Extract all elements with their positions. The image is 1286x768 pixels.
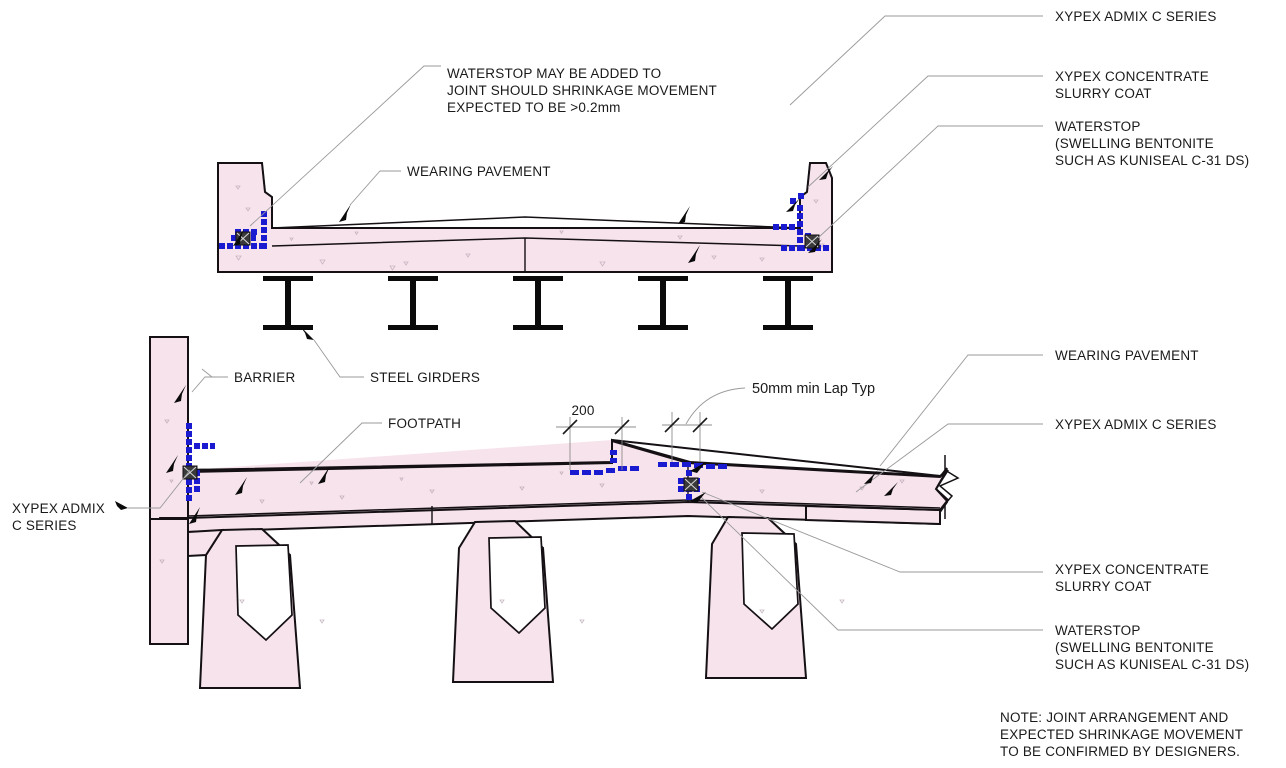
lower-leaders xyxy=(128,354,1043,631)
barrier-label: BARRIER xyxy=(234,370,295,385)
lower-right-label-3-line2: (SWELLING BENTONITE xyxy=(1055,640,1214,655)
top-right-label-1: XYPEX ADMIX C SERIES xyxy=(1055,9,1217,24)
wearing-pavement-top-label: WEARING PAVEMENT xyxy=(407,164,551,179)
lap-note-label: 50mm min Lap Typ xyxy=(752,381,875,397)
steel-girder xyxy=(513,276,563,330)
waterstop-note-line2: JOINT SHOULD SHRINKAGE MOVEMENT xyxy=(447,83,717,98)
top-right-label-3-line1: WATERSTOP xyxy=(1055,119,1141,134)
footpath-leader xyxy=(299,422,382,484)
top-left-barrier-profile xyxy=(261,162,273,228)
note-line2: EXPECTED SHRINKAGE MOVEMENT xyxy=(1000,727,1243,742)
top-section xyxy=(217,162,833,340)
lower-right-label-1: XYPEX ADMIX C SERIES xyxy=(1055,417,1217,432)
waterstop-note-line3: EXPECTED TO BE >0.2mm xyxy=(447,100,621,115)
box-girder-void xyxy=(741,532,799,631)
steel-girder xyxy=(763,276,813,330)
lower-footpath-slurry xyxy=(570,450,639,475)
left-label-leader xyxy=(128,469,191,509)
left-overhang-haunch xyxy=(187,528,224,558)
wearing-pavement-lower-label: WEARING PAVEMENT xyxy=(1055,348,1199,363)
steel-girders-label: STEEL GIRDERS xyxy=(370,370,480,385)
lower-right-label-2-line2: SLURRY COAT xyxy=(1055,579,1152,594)
lower-break-line xyxy=(938,455,960,528)
dimension-200 xyxy=(556,417,636,470)
box-girder-void xyxy=(235,544,293,642)
top-right-label-2-line1: XYPEX CONCENTRATE xyxy=(1055,69,1209,84)
lower-center-joint-detail xyxy=(658,462,727,500)
box-girder-void xyxy=(488,536,546,635)
lower-pointer-arrows xyxy=(115,385,898,524)
footpath-label: FOOTPATH xyxy=(388,416,461,431)
top-right-label-3-line2: (SWELLING BENTONITE xyxy=(1055,136,1214,151)
lower-girder-group xyxy=(145,498,965,694)
top-steel-girders xyxy=(263,276,813,330)
top-right-joint-detail xyxy=(773,193,829,251)
lower-left-joint-detail xyxy=(182,423,215,501)
dimension-200-label: 200 xyxy=(571,403,594,418)
barrier-leader-lower xyxy=(191,376,228,393)
lower-right-label-3-line1: WATERSTOP xyxy=(1055,623,1141,638)
steel-girder xyxy=(638,276,688,330)
lower-right-label-3-line3: SUCH AS KUNISEAL C-31 DS) xyxy=(1055,657,1249,672)
steel-girder xyxy=(388,276,438,330)
left-label-line2: C SERIES xyxy=(12,518,77,533)
top-right-leaders xyxy=(789,15,1043,239)
top-right-label-3-line3: SUCH AS KUNISEAL C-31 DS) xyxy=(1055,153,1249,168)
waterstop-note-line1: WATERSTOP MAY BE ADDED TO xyxy=(447,66,661,81)
lower-barrier-wall xyxy=(149,336,189,538)
lower-right-label-2-line1: XYPEX CONCENTRATE xyxy=(1055,562,1209,577)
top-wearing-pavement-surface xyxy=(271,216,801,229)
wearing-pavement-top-leader xyxy=(349,170,401,206)
barrier-leader-top xyxy=(201,368,228,378)
left-label-line1: XYPEX ADMIX xyxy=(12,501,105,516)
top-concrete-aggregate xyxy=(235,185,825,271)
steel-girder xyxy=(263,276,313,330)
note-line3: TO BE CONFIRMED BY DESIGNERS. xyxy=(1000,744,1240,759)
dimension-lap xyxy=(662,387,746,462)
note-line1: NOTE: JOINT ARRANGEMENT AND xyxy=(1000,710,1228,725)
top-right-label-2-line2: SLURRY COAT xyxy=(1055,86,1152,101)
lower-barrier-wall-lower xyxy=(149,518,189,645)
steel-girders-leader xyxy=(313,339,364,378)
top-pointer-arrows xyxy=(233,166,833,340)
waterstop-note-leader xyxy=(249,65,441,227)
